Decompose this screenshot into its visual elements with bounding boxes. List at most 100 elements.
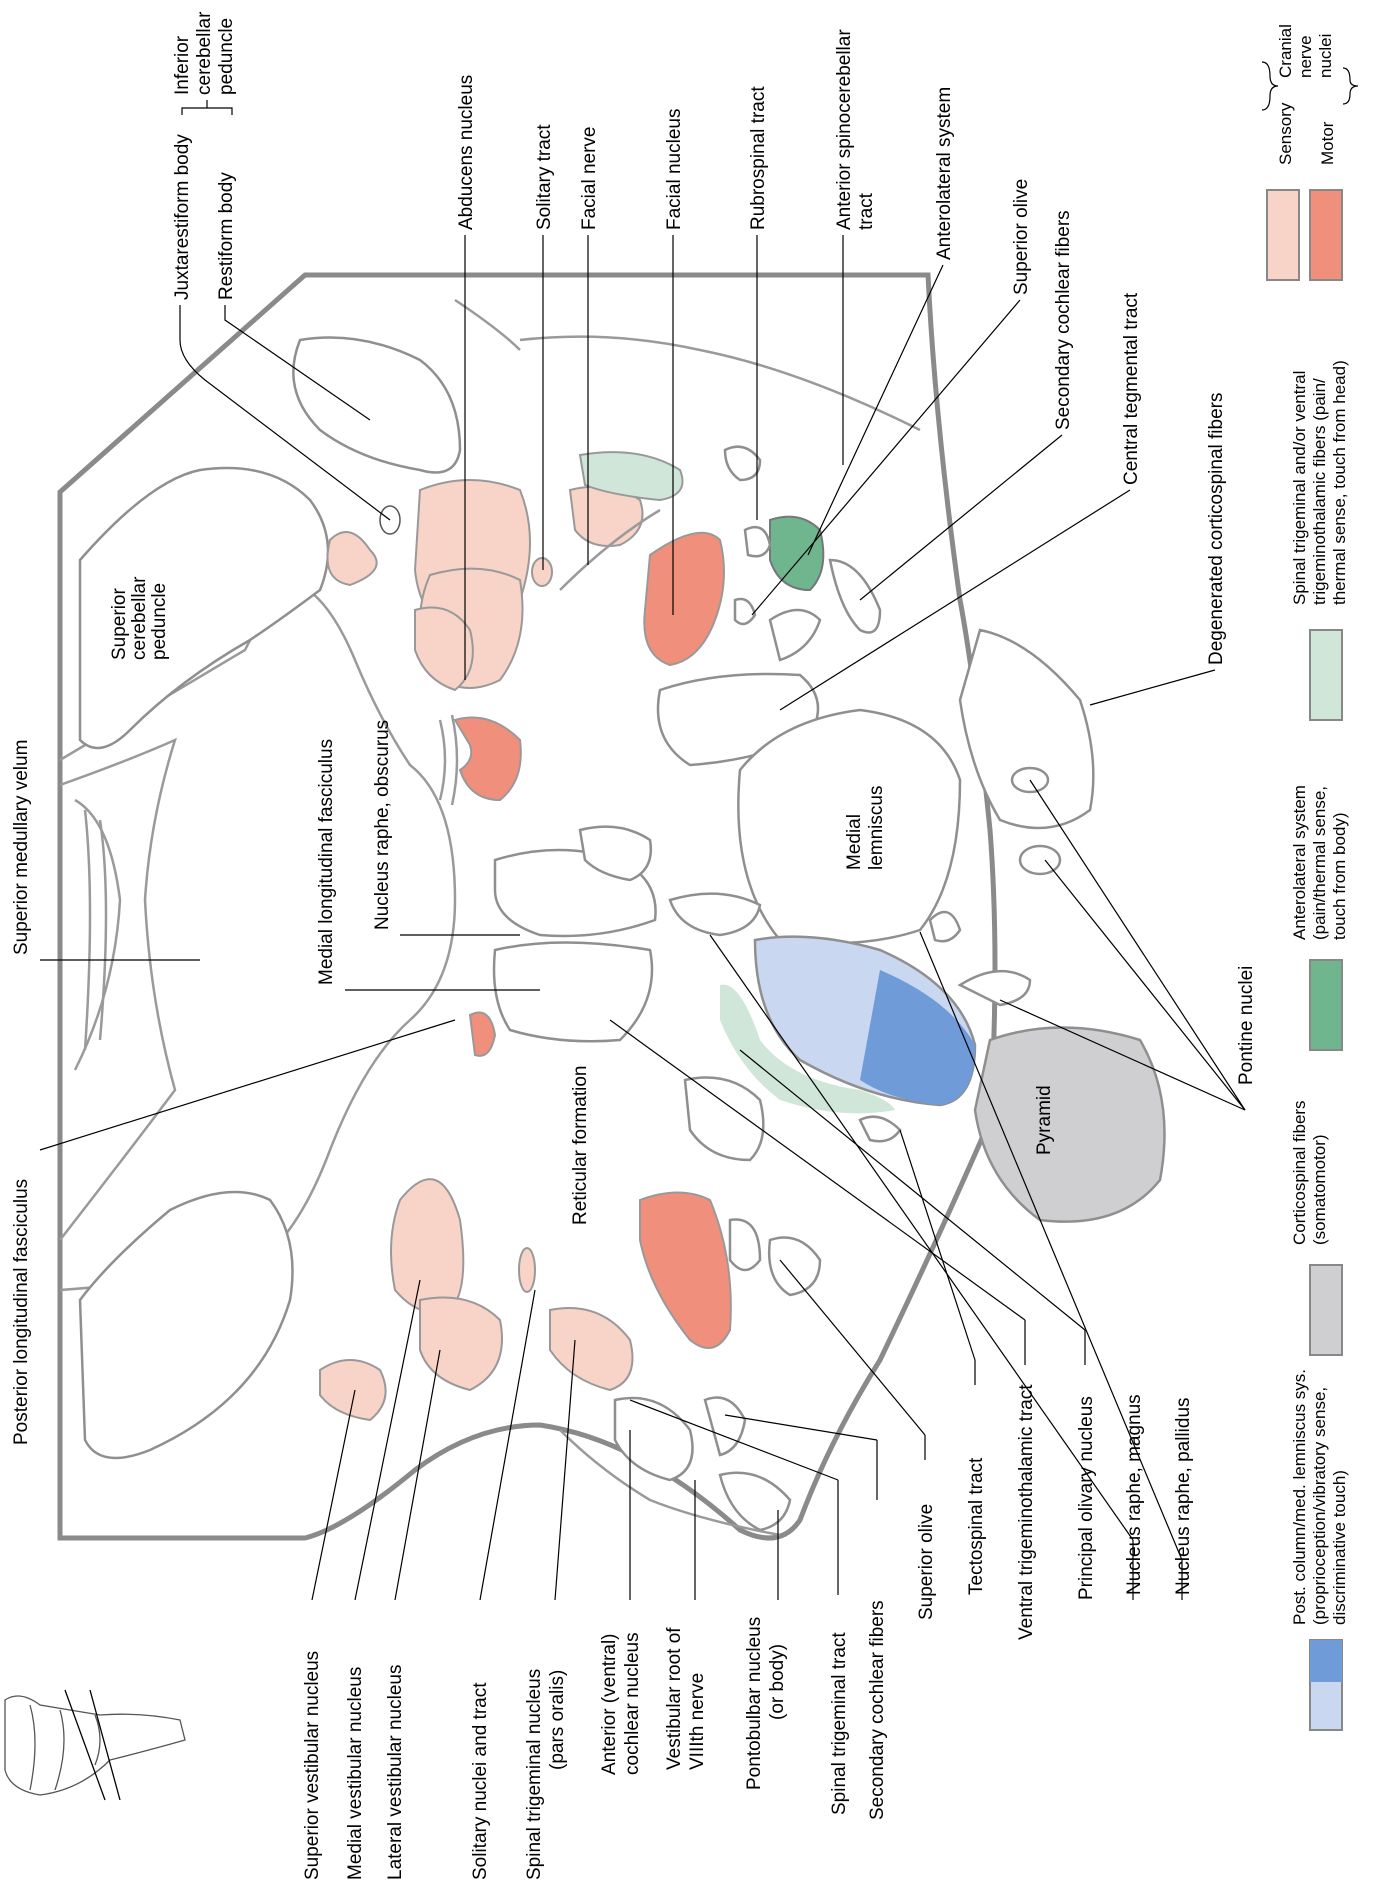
velum-inner-2 <box>85 810 90 1050</box>
legend-cranial-nerve-nuclei: Cranial nerve nuclei <box>1276 24 1335 78</box>
icp-line1: Inferior <box>172 35 193 95</box>
tectospinal-tract-label: Tectospinal tract <box>966 1457 987 1595</box>
superior-olive-lower <box>769 1238 820 1296</box>
superior-medullary-velum-label: Superior medullary velum <box>11 740 32 955</box>
nucleus-raphe-magnus-area <box>494 943 652 1042</box>
legend-cranial-line2: nerve <box>1296 35 1315 78</box>
ml-line1: Medial <box>844 814 865 870</box>
asc-line2: tract <box>856 192 877 230</box>
legend-cranial-line1: Cranial <box>1276 24 1295 78</box>
nucleus-raphe-magnus-label: Nucleus raphe, magnus <box>1124 1394 1145 1595</box>
medial-lemniscus-dark <box>860 970 975 1105</box>
superior-vestibular-nucleus-upper <box>328 532 377 585</box>
restiform-body-label: Restiform body <box>216 172 237 300</box>
small-motor-nucleus-lower <box>470 1013 495 1056</box>
legend-pc-line3: discriminative touch) <box>1330 1470 1349 1625</box>
reticular-formation-label: Reticular formation <box>570 1066 591 1225</box>
facial-nerve-label: Facial nerve <box>579 127 600 231</box>
central-tegmental-small <box>770 610 820 660</box>
anterior-spinocerebellar-label: Anterior spinocerebellar tract <box>834 29 877 230</box>
legend-al-line2: (pain/thermal sense, <box>1310 786 1329 940</box>
superior-olive-top-label: Superior olive <box>1011 179 1032 295</box>
solitary-nuclei-tract-label: Solitary nuclei and tract <box>470 1682 491 1880</box>
legend-corticospinal-text: Corticospinal fibers (somatomotor) <box>1290 1100 1329 1245</box>
superior-cerebellar-peduncle-lower <box>80 1192 293 1458</box>
legend: Sensory Motor Cranial nerve nuclei Spina… <box>1262 24 1358 1730</box>
legend-pc-line2: (proprioception/vibratory sense, <box>1310 1387 1329 1625</box>
spinal-trigeminal-tract-label: Spinal trigeminal tract <box>829 1632 850 1815</box>
icp-bracket <box>182 100 232 115</box>
superior-medullary-velum-region <box>60 740 175 1240</box>
superior-olive-upper <box>735 599 755 624</box>
anterior-spinocerebellar-tract <box>745 527 770 556</box>
legend-motor-swatch <box>1310 190 1342 280</box>
legend-anterolateral-text: Anterolateral system (pain/thermal sense… <box>1290 785 1349 940</box>
medial-longitudinal-fasciculus-label: Medial longitudinal fasciculus <box>316 739 337 985</box>
pontine-nuclei-label: Pontine nuclei <box>1236 966 1257 1085</box>
tectospinal-small <box>730 1220 760 1271</box>
vr-line1: Vestibular root of <box>664 1627 685 1770</box>
secondary-cochlear-upper <box>830 560 880 633</box>
legend-anterolateral-swatch <box>1310 960 1342 1050</box>
superior-olive-small <box>860 1117 900 1142</box>
solitary-tract-upper <box>532 558 552 586</box>
facial-nucleus-lower <box>640 1193 731 1349</box>
legend-pc-line1: Post. column/med. lemniscus sys. <box>1290 1369 1309 1625</box>
legend-al-line3: touch from body) <box>1330 812 1349 940</box>
pontine-nucleus-4 <box>930 912 960 941</box>
inferior-cerebellar-peduncle-label: Inferior cerebellar peduncle <box>172 11 237 115</box>
abducens-nucleus-label: Abducens nucleus <box>456 75 477 230</box>
rubrospinal-tract <box>725 447 760 480</box>
legend-spinal-trigeminal-text: Spinal trigeminal and/or ventral trigemi… <box>1290 360 1349 605</box>
medial-vestibular-nucleus-lower <box>391 1179 463 1312</box>
superior-cerebellar-peduncle-label: Superior cerebellar peduncle <box>109 576 170 660</box>
degenerated-corticospinal-label: Degenerated corticospinal fibers <box>1206 393 1227 666</box>
anterolateral-system <box>770 517 823 590</box>
legend-post-column-text: Post. column/med. lemniscus sys. (propri… <box>1290 1369 1349 1625</box>
legend-sensory-label: Sensory <box>1276 102 1295 165</box>
brainstem-orientation-thumbnail <box>5 1690 185 1800</box>
spinal-trigeminal-nucleus-label: Spinal trigeminal nucleus (pars oralis) <box>524 1669 568 1880</box>
ml-line2: lemniscus <box>866 786 887 870</box>
asc-line1: Anterior spinocerebellar <box>834 29 855 230</box>
posterior-longitudinal-fasciculus-label: Posterior longitudinal fasciculus <box>11 1179 32 1445</box>
lateral-vestibular-nucleus-label: Lateral vestibular nucleus <box>385 1665 406 1880</box>
spinal-trigeminal-nucleus-lower <box>550 1308 633 1390</box>
legend-sensory-swatch <box>1267 190 1299 280</box>
vr-line2: VIIIth nerve <box>687 1673 708 1770</box>
acn-line2: cochlear nucleus <box>622 1632 643 1775</box>
anterolateral-system-label: Anterolateral system <box>934 87 955 260</box>
rubrospinal-tract-label: Rubrospinal tract <box>748 86 769 230</box>
ventral-trigeminothalamic-label: Ventral trigeminothalamic tract <box>1016 1384 1037 1640</box>
anterior-cochlear-nucleus-label: Anterior (ventral) cochlear nucleus <box>599 1632 643 1775</box>
secondary-cochlear-bottom-label: Secondary cochlear fibers <box>867 1600 888 1820</box>
facial-nucleus-label: Facial nucleus <box>664 109 685 230</box>
acn-line1: Anterior (ventral) <box>599 1634 620 1776</box>
stn-line1: Spinal trigeminal nucleus <box>524 1669 545 1880</box>
solitary-nucleus-lower <box>519 1248 535 1292</box>
juxtarestiform-body-label: Juxtarestiform body <box>172 134 193 300</box>
nucleus-raphe-pallidus-label: Nucleus raphe, pallidus <box>1173 1397 1194 1595</box>
superior-olive-bottom-label: Superior olive <box>916 1504 937 1620</box>
pyramid <box>975 1028 1165 1222</box>
facial-nucleus-upper <box>644 533 724 665</box>
legend-post-column-dark <box>1310 1640 1342 1682</box>
pontobulbar-nucleus-label: Pontobulbar nucleus (or body) <box>744 1617 788 1790</box>
secondary-cochlear-top-label: Secondary cochlear fibers <box>1053 210 1074 430</box>
legend-cranial-line3: nuclei <box>1316 34 1335 78</box>
scp-line2: cerebellar <box>129 576 150 660</box>
legend-motor-label: Motor <box>1318 121 1337 165</box>
anterior-cochlear-nucleus-area <box>615 1398 693 1480</box>
hypoglossal-like-nucleus <box>455 718 521 801</box>
medial-vestibular-nucleus-label: Medial vestibular nucleus <box>345 1667 366 1880</box>
mlf-line-2 <box>452 715 457 805</box>
degenerated-corticospinal-fibers <box>960 630 1093 828</box>
boundary-line-2 <box>520 337 920 430</box>
lateral-vestibular-nucleus-lower <box>420 1298 502 1391</box>
scp-line1: Superior <box>109 588 130 660</box>
legend-spinal-trigeminal-swatch <box>1310 630 1342 720</box>
solitary-tract-label: Solitary tract <box>534 124 555 230</box>
icp-line3: peduncle <box>216 18 237 95</box>
legend-al-line1: Anterolateral system <box>1290 785 1309 940</box>
